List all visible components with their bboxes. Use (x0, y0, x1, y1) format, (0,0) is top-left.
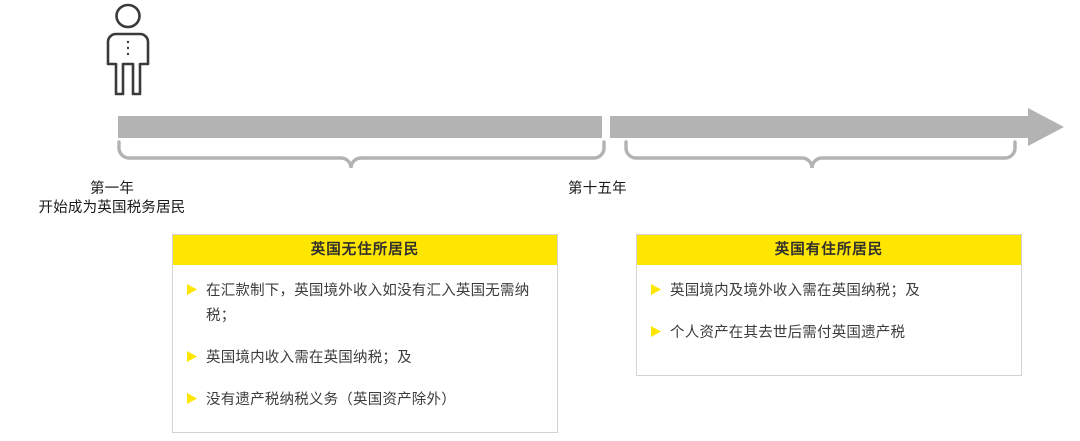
timeline-segment-first (118, 116, 602, 138)
timeline-segment-second (610, 108, 1064, 146)
bullet-text: 在汇款制下，英国境外收入如没有汇入英国无需纳税； (206, 283, 530, 324)
marker-year-fifteenth-line1: 第十五年 (568, 181, 627, 197)
bullet-text: 没有遗产税纳税义务（英国资产除外） (206, 392, 456, 408)
panel-uk-non-domiciled-resident: 英国无住所居民 在汇款制下，英国境外收入如没有汇入英国无需纳税； 英国境内收入需… (172, 234, 558, 433)
bullet-text: 英国境内收入需在英国纳税；及 (206, 350, 412, 366)
timeline-arrow (117, 108, 1064, 169)
triangle-bullet-icon (187, 284, 203, 295)
bullet-item: 没有遗产税纳税义务（英国资产除外） (187, 388, 541, 413)
bullet-text: 英国境内及境外收入需在英国纳税；及 (670, 283, 920, 299)
bullet-item: 个人资产在其去世后需付英国遗产税 (651, 321, 1005, 346)
panel-body-domiciled: 英国境内及境外收入需在英国纳税；及 个人资产在其去世后需付英国遗产税 (637, 265, 1021, 346)
panel-header-non-domiciled: 英国无住所居民 (173, 235, 557, 265)
triangle-bullet-icon (187, 393, 203, 404)
bullet-text: 个人资产在其去世后需付英国遗产税 (670, 325, 906, 341)
bullet-item: 在汇款制下，英国境外收入如没有汇入英国无需纳税； (187, 279, 541, 329)
panel-body-non-domiciled: 在汇款制下，英国境外收入如没有汇入英国无需纳税； 英国境内收入需在英国纳税；及 … (173, 265, 557, 413)
triangle-bullet-icon (651, 326, 667, 337)
panel-header-domiciled: 英国有住所居民 (637, 235, 1021, 265)
marker-year-first: 第一年 开始成为英国税务居民 (0, 180, 224, 218)
marker-year-first-line1: 第一年 (89, 181, 135, 197)
bullet-item: 英国境内收入需在英国纳税；及 (187, 346, 541, 371)
bullet-item: 英国境内及境外收入需在英国纳税；及 (651, 279, 1005, 304)
brace-first-period (117, 140, 606, 169)
person-icon (106, 3, 150, 96)
panel-uk-domiciled-resident: 英国有住所居民 英国境内及境外收入需在英国纳税；及 个人资产在其去世后需付英国遗… (636, 234, 1022, 376)
marker-year-first-line2: 开始成为英国税务居民 (38, 200, 186, 216)
triangle-bullet-icon (187, 351, 203, 362)
marker-year-fifteenth: 第十五年 (568, 180, 627, 199)
triangle-bullet-icon (651, 284, 667, 295)
brace-second-period (624, 140, 1017, 169)
